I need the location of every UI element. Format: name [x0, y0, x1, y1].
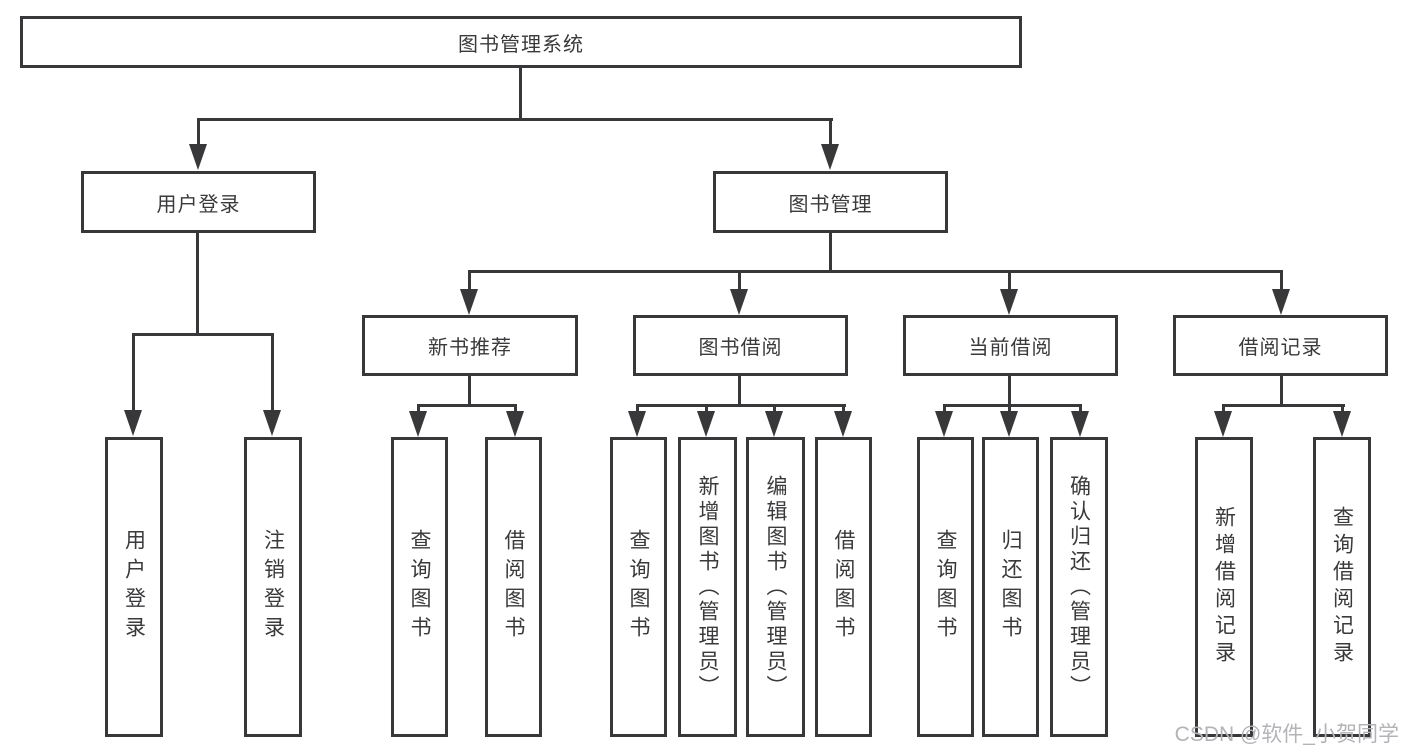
connector-new-book-recommend-stub: [468, 270, 471, 292]
leaf-edit-book-admin: 编辑图书（管理员）: [746, 437, 805, 737]
leaf-query-borrow-record: 查询借阅记录: [1313, 437, 1371, 737]
arrow-leaf-query-books-3: [935, 411, 953, 437]
node-new-book-recommend-label: 新书推荐: [428, 337, 512, 359]
leaf-user-login-label: 用户登录: [122, 529, 146, 645]
node-borrow-records: 借阅记录: [1173, 315, 1388, 376]
leaf-add-borrow-record-label: 新增借阅记录: [1212, 506, 1236, 668]
leaf-logout: 注销登录: [244, 437, 302, 737]
leaf-query-books-2: 查询图书: [610, 437, 667, 737]
arrow-leaf-query-borrow-record: [1333, 411, 1351, 437]
arrow-new-book-recommend: [460, 289, 478, 315]
arrow-book-borrow: [730, 289, 748, 315]
arrow-leaf-add-borrow-record: [1214, 411, 1232, 437]
leaf-add-book-admin-label: 新增图书（管理员）: [696, 474, 719, 700]
connector-borrow-records-stem: [1280, 376, 1283, 407]
arrow-leaf-query-books-2: [628, 411, 646, 437]
arrow-current-borrow: [1000, 289, 1018, 315]
connector-leaf-query-books-3-stub: [943, 404, 946, 414]
leaf-query-books-3: 查询图书: [917, 437, 974, 737]
node-new-book-recommend: 新书推荐: [362, 315, 578, 376]
node-current-borrow: 当前借阅: [903, 315, 1118, 376]
leaf-query-books-1-label: 查询图书: [408, 529, 431, 645]
connector-root-stem: [519, 68, 522, 119]
connector-new-book-recommend-branch: [417, 404, 517, 407]
leaf-borrow-books-1: 借阅图书: [485, 437, 542, 737]
node-book-borrow-label: 图书借阅: [698, 337, 783, 359]
arrow-leaf-query-books-1: [409, 411, 427, 437]
connector-current-borrow-branch: [943, 404, 1082, 407]
leaf-return-book-label: 归还图书: [999, 529, 1022, 645]
arrow-leaf-user-login: [124, 410, 142, 436]
arrow-leaf-return-book: [1000, 411, 1018, 437]
leaf-borrow-books-2: 借阅图书: [815, 437, 872, 737]
node-root: 图书管理系统: [20, 16, 1022, 68]
connector-leaf-query-borrow-record-stub: [1341, 404, 1344, 414]
arrow-leaf-borrow-books-1: [506, 411, 524, 437]
node-borrow-records-label: 借阅记录: [1238, 337, 1323, 359]
node-book-management: 图书管理: [713, 171, 948, 233]
arrow-leaf-edit-book: [765, 411, 783, 437]
arrow-user-login: [189, 144, 207, 170]
node-root-label: 图书管理系统: [458, 33, 584, 56]
connector-root-branch: [197, 118, 833, 121]
connector-borrow-records-branch: [1222, 404, 1345, 407]
watermark: CSDN @软件_小贺同学: [1174, 723, 1399, 746]
node-book-management-label: 图书管理: [788, 193, 873, 216]
connector-leaf-query-books-1-stub: [417, 404, 420, 414]
connector-book-management-stub: [829, 118, 832, 147]
arrow-leaf-add-book: [697, 411, 715, 437]
connector-new-book-recommend-stem: [468, 376, 471, 407]
arrow-leaf-confirm-return: [1071, 411, 1089, 437]
connector-book-borrow-stem: [738, 376, 741, 407]
connector-book-management-branch: [468, 270, 1283, 273]
connector-book-management-stem: [829, 233, 832, 273]
connector-current-borrow-stem: [1008, 376, 1011, 407]
connector-user-login-stem: [196, 233, 199, 336]
node-current-borrow-label: 当前借阅: [968, 337, 1053, 359]
leaf-confirm-return-admin: 确认归还（管理员）: [1050, 437, 1108, 737]
leaf-add-book-admin: 新增图书（管理员）: [678, 437, 737, 737]
connector-user-login-stub: [197, 118, 200, 147]
leaf-confirm-return-admin-label: 确认归还（管理员）: [1067, 474, 1091, 700]
leaf-query-borrow-record-label: 查询借阅记录: [1330, 506, 1354, 668]
leaf-add-borrow-record: 新增借阅记录: [1195, 437, 1253, 737]
connector-user-login-branch: [132, 333, 274, 336]
leaf-query-books-1: 查询图书: [391, 437, 448, 737]
node-user-login: 用户登录: [81, 171, 316, 233]
arrow-leaf-borrow-books-2: [834, 411, 852, 437]
connector-leaf-borrow-books-2-stub: [842, 404, 845, 414]
node-user-login-label: 用户登录: [156, 193, 241, 216]
connector-leaf-borrow-books-1-stub: [514, 404, 517, 414]
leaf-borrow-books-1-label: 借阅图书: [502, 529, 525, 645]
leaf-query-books-2-label: 查询图书: [627, 529, 650, 645]
connector-leaf-edit-book-stub: [773, 404, 776, 414]
connector-borrow-records-stub: [1280, 270, 1283, 292]
leaf-borrow-books-2-label: 借阅图书: [832, 529, 855, 645]
node-book-borrow: 图书借阅: [633, 315, 848, 376]
connector-leaf-logout-stub: [271, 333, 274, 412]
arrow-leaf-logout: [263, 410, 281, 436]
connector-leaf-add-book-stub: [705, 404, 708, 414]
connector-leaf-return-book-stub: [1008, 404, 1011, 414]
leaf-user-login: 用户登录: [105, 437, 163, 737]
connector-current-borrow-stub: [1008, 270, 1011, 292]
connector-book-borrow-branch: [636, 404, 846, 407]
connector-leaf-add-borrow-record-stub: [1222, 404, 1225, 414]
leaf-edit-book-admin-label: 编辑图书（管理员）: [764, 474, 787, 700]
connector-book-borrow-stub: [738, 270, 741, 292]
connector-leaf-confirm-return-stub: [1079, 404, 1082, 414]
leaf-query-books-3-label: 查询图书: [934, 529, 957, 645]
leaf-logout-label: 注销登录: [261, 529, 285, 645]
leaf-return-book: 归还图书: [982, 437, 1039, 737]
connector-leaf-query-books-2-stub: [636, 404, 639, 414]
connector-leaf-user-login-stub: [132, 333, 135, 412]
arrow-borrow-records: [1272, 289, 1290, 315]
arrow-book-management: [821, 144, 839, 170]
